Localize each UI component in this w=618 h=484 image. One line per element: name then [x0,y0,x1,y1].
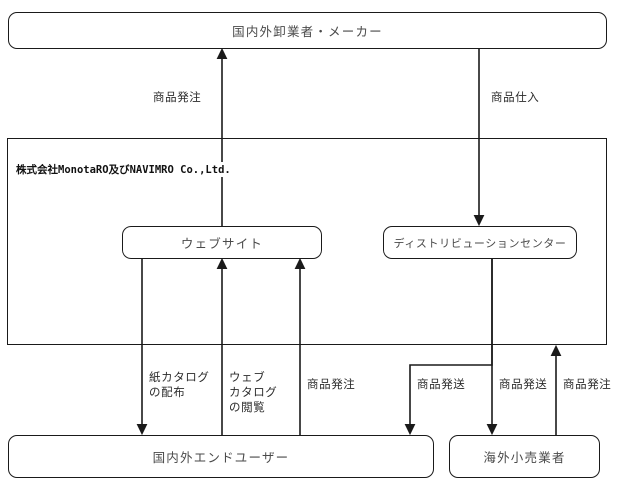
node-end-users[interactable]: 国内外エンドユーザー [8,435,434,478]
company-title: 株式会社MonotaRO及びNAVIMRO Co.,Ltd. [16,162,231,177]
edge-label-ship-to-retailers: 商品発送 [498,378,549,394]
edge-label-purchase-from-suppliers: 商品仕入 [490,91,541,107]
edge-label-web-catalog: ウェブ カタログ の閲覧 [228,371,279,417]
node-suppliers[interactable]: 国内外卸業者・メーカー [8,12,607,49]
node-website[interactable]: ウェブサイト [122,226,322,259]
edge-label-order-from-endusers: 商品発注 [306,378,357,394]
node-overseas-retailers-label: 海外小売業者 [483,451,566,465]
node-distribution-center-label: ディストリビューションセンター [393,237,567,250]
node-distribution-center[interactable]: ディストリビューションセンター [383,226,577,259]
node-end-users-label: 国内外エンドユーザー [152,451,290,465]
edge-label-paper-catalog: 紙カタログ の配布 [148,371,211,402]
node-website-label: ウェブサイト [180,237,264,251]
node-overseas-retailers[interactable]: 海外小売業者 [449,435,600,478]
node-suppliers-label: 国内外卸業者・メーカー [232,25,383,39]
edge-label-order-from-retailers: 商品発注 [562,378,613,394]
edge-label-order-to-suppliers: 商品発注 [152,91,203,107]
company-container [7,138,607,345]
edge-label-ship-to-endusers: 商品発送 [416,378,467,394]
